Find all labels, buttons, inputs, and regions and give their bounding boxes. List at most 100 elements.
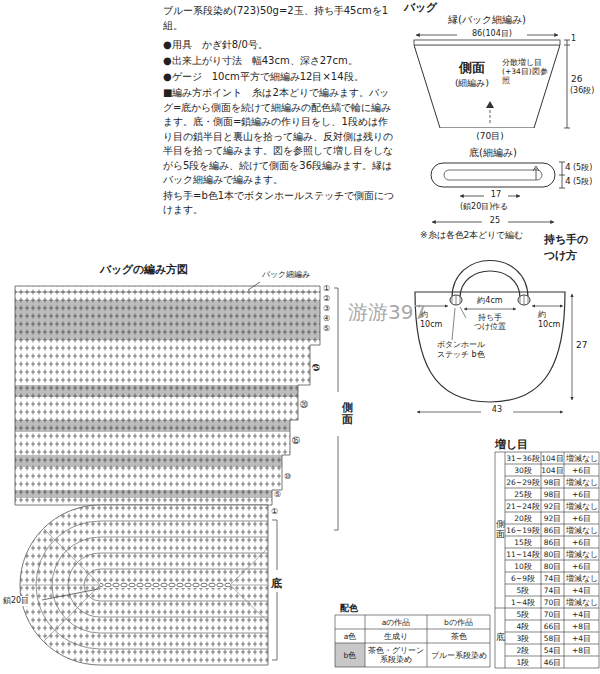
table-cell: b色 — [335, 643, 365, 667]
table-cell: 98目 — [541, 476, 564, 488]
panel-text: 側面(細編み) — [440, 45, 504, 90]
path-part — [22, 529, 268, 641]
inner-round — [444, 170, 542, 180]
table-rule — [490, 615, 491, 667]
edge-row — [15, 292, 320, 293]
table-cell: 80目 — [541, 560, 564, 572]
base-panel: 底(細編み) — [430, 146, 556, 188]
table-group: 側面 — [496, 520, 505, 540]
table-rule — [335, 629, 490, 630]
dimension: 4 — [565, 176, 571, 187]
annotation: バック細編み — [262, 270, 310, 280]
annotation: 持ち手 つけ位置 — [468, 313, 512, 331]
path-part — [334, 288, 338, 530]
gauge-note: ●ゲージ 10cm平方で細編み12目×14段。 — [163, 70, 395, 85]
table-cell: 増減なし — [564, 548, 599, 560]
table-cell: +4目 — [564, 584, 599, 596]
table-cell: 茶色・グリーン系段染め — [365, 643, 427, 667]
table-cell: 98目 — [541, 488, 564, 500]
table-cell: +6目 — [564, 536, 599, 548]
table-cell: 46目 — [541, 656, 564, 668]
part-label: 側面 — [342, 402, 353, 426]
table-cell: 74目 — [541, 572, 564, 584]
rect-part — [100, 582, 230, 588]
table-rule — [505, 560, 599, 561]
panel-shape — [431, 163, 555, 187]
dimension: (鎖20目)作る — [460, 202, 540, 212]
dimension: 25 — [482, 216, 508, 226]
material-note: ブルー系段染め(723)50g=2玉、持ち手45cmを1組。 — [163, 4, 395, 33]
table-rule — [495, 608, 599, 609]
stitch-grid — [15, 286, 320, 505]
row-number: ③ — [323, 304, 330, 314]
dimension: 約4cm — [470, 296, 510, 306]
table-rule — [505, 536, 599, 537]
table-cell: ブルー系段染め — [427, 643, 490, 667]
part-label: 底 — [271, 576, 282, 592]
table-rule — [505, 488, 599, 489]
table-cell: 58目 — [541, 632, 564, 644]
table-cell: 増減なし — [564, 596, 599, 608]
chart-title: バッグの編み方図 — [100, 262, 188, 278]
path-part — [452, 261, 528, 299]
table-cell: 54目 — [541, 644, 564, 656]
table-group: 底 — [496, 633, 505, 643]
table-cell: 104目 — [541, 452, 564, 464]
table-rule — [505, 512, 599, 513]
table-rule — [495, 668, 599, 669]
table-rule — [495, 452, 599, 453]
rect-part — [100, 582, 230, 588]
table-cell: +8目 — [564, 644, 599, 656]
line-part — [532, 306, 563, 307]
bag-schematic — [414, 35, 570, 222]
row-number: ⑩ — [284, 472, 291, 482]
table-cell: 86目 — [541, 524, 564, 536]
table-rule — [505, 500, 599, 501]
row-number: ① — [323, 284, 330, 294]
dimension: (36段) — [570, 86, 594, 96]
dimension: 86(104目) — [457, 29, 527, 39]
table-cell: 31~36段 — [505, 452, 541, 464]
path-part — [20, 505, 268, 665]
table-cell: +6目 — [564, 464, 599, 476]
table-rule — [335, 643, 490, 644]
table-cell: 増減なし — [564, 524, 599, 536]
table-cell: 20段 — [505, 512, 541, 524]
table-cell: 70目 — [541, 596, 564, 608]
path-part — [415, 292, 565, 402]
direction-head — [486, 101, 494, 108]
stitch-note: (細編み) — [440, 77, 504, 90]
table-cell: 15段 — [505, 536, 541, 548]
table-rule — [505, 656, 599, 657]
table-cell: 増減なし — [564, 476, 599, 488]
table-cell: 11~14段 — [505, 548, 541, 560]
table-cell: 増減なし — [564, 452, 599, 464]
side-chart — [10, 286, 340, 505]
method-note: ■編み方ポイント 糸は2本どりで編みます。バッグ=底から側面を続けて細編みの配色… — [163, 86, 395, 188]
dimension: 4 — [565, 162, 571, 173]
table-cell: 21~24段 — [505, 500, 541, 512]
table-cell: 25段 — [505, 488, 541, 500]
table-cell: +4目 — [564, 632, 599, 644]
path-part — [452, 307, 466, 340]
table-cell: 3段 — [505, 632, 541, 644]
table-rule — [505, 452, 506, 668]
table-cell: 4段 — [505, 620, 541, 632]
path-part — [20, 505, 268, 665]
section-title: 持ち手の つけ方 — [544, 232, 592, 264]
table-rule — [335, 615, 336, 667]
path-part — [559, 162, 565, 188]
tables — [335, 452, 599, 668]
dimension: (5段) — [573, 163, 592, 173]
row-number: ⑤ — [274, 490, 281, 500]
table-cell: +8目 — [564, 620, 599, 632]
path-part — [460, 271, 520, 298]
path-part — [564, 40, 570, 128]
table-cell: 104目 — [541, 464, 564, 476]
table-cell: +6目 — [564, 512, 599, 524]
direction-line — [490, 107, 491, 123]
path-part — [248, 282, 260, 290]
table-cell: 増減なし — [564, 572, 599, 584]
table-title: 増し目 — [495, 437, 528, 453]
rect-part — [414, 40, 560, 45]
